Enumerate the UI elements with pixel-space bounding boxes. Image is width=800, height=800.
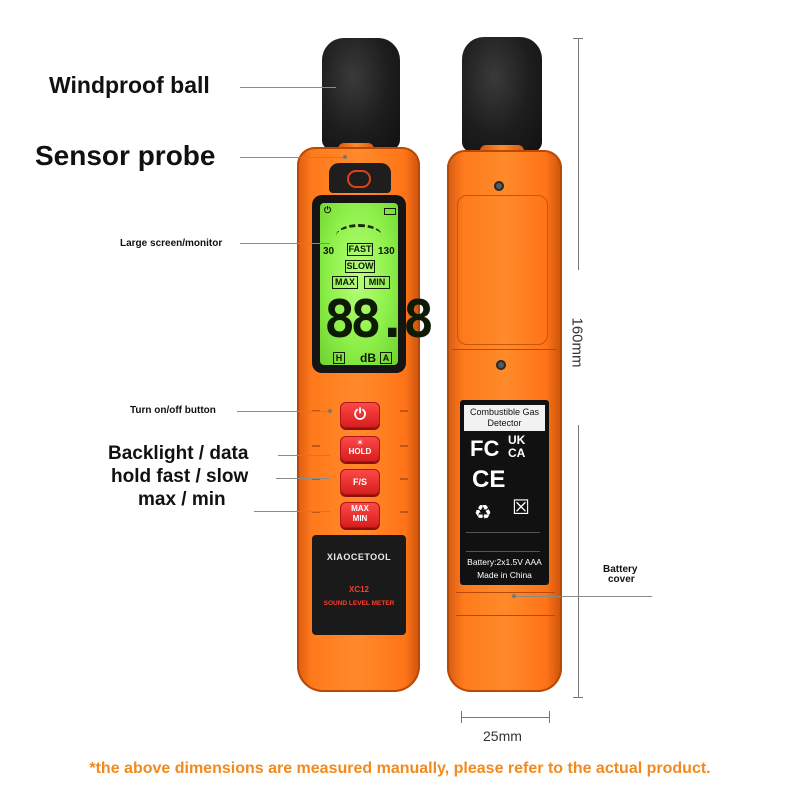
lcd-a-indicator: A <box>380 352 392 364</box>
min-button-label: MIN <box>352 514 368 523</box>
width-tick-left <box>461 711 462 723</box>
ce-mark-icon: CE <box>472 466 506 493</box>
lcd-scale-low: 30 <box>323 246 335 257</box>
panel-seam <box>452 349 557 350</box>
lcd-slow-indicator: SLOW <box>345 260 375 273</box>
callout-large-screen: Large screen/monitor <box>120 238 223 249</box>
height-tick-bottom <box>573 697 583 698</box>
lcd-scale-arc <box>336 224 382 248</box>
callout-line <box>254 511 330 512</box>
callout-windproof-ball: Windproof ball <box>49 72 210 98</box>
brand-product: SOUND LEVEL METER <box>323 600 395 607</box>
height-tick-top <box>573 38 583 39</box>
side-notch <box>400 410 408 412</box>
side-notch <box>400 511 408 513</box>
fc-mark-icon: FC <box>470 436 500 461</box>
lcd-h-indicator: H <box>333 352 345 364</box>
middle-screw-icon <box>496 360 506 370</box>
callout-backlight-line-1: Backlight / data <box>108 443 249 464</box>
lcd-scale-high: 130 <box>378 246 395 257</box>
callout-line <box>278 455 330 456</box>
side-notch <box>312 445 320 447</box>
label-title-box <box>464 405 545 431</box>
callout-backlight-line-2: hold fast / slow <box>111 466 249 487</box>
brand-panel <box>312 535 406 635</box>
lcd-fast-indicator: FAST <box>347 243 373 256</box>
side-notch <box>400 478 408 480</box>
callout-line <box>240 87 336 88</box>
label-origin: Made in China <box>477 570 532 580</box>
back-windproof-ball <box>462 37 542 152</box>
label-title-line-1: Combustible Gas <box>469 407 540 417</box>
lcd-max-indicator: MAX <box>332 276 358 289</box>
side-notch <box>312 511 320 513</box>
lcd-db-unit: dB <box>360 351 376 365</box>
label-battery-spec: Battery:2x1.5V AAA <box>467 557 542 567</box>
callout-power-button: Turn on/off button <box>130 405 216 416</box>
top-screw-icon <box>494 181 504 191</box>
width-tick-right <box>549 711 550 723</box>
lcd-power-icon: ⏻ <box>324 205 332 215</box>
callout-sensor-probe: Sensor probe <box>35 140 216 171</box>
callout-line <box>237 411 329 412</box>
width-dimension: 25mm <box>483 728 522 744</box>
callout-battery-cover-line-1: Battery <box>603 564 638 575</box>
battery-cover-lower <box>456 592 555 616</box>
sensor-head <box>329 163 391 193</box>
max-min-button[interactable]: MAX MIN <box>340 502 380 528</box>
fast-slow-button[interactable]: F/S <box>340 469 380 495</box>
callout-dot <box>512 594 516 598</box>
callout-line <box>240 243 330 244</box>
lcd-battery-icon <box>384 208 396 215</box>
callout-dot <box>328 409 332 413</box>
side-notch <box>400 445 408 447</box>
power-icon: ⏻ <box>354 406 366 423</box>
fs-button-label: F/S <box>352 477 367 487</box>
hold-button[interactable]: ☀ HOLD <box>340 436 380 462</box>
brand-name: XIAOCETOOL <box>326 552 392 562</box>
callout-line <box>276 478 330 479</box>
battery-cover-upper <box>457 195 548 345</box>
side-notch <box>312 478 320 480</box>
callout-line <box>240 157 344 158</box>
height-dimension: 160mm <box>568 317 586 368</box>
front-windproof-ball <box>322 38 400 150</box>
callout-backlight-line-3: max / min <box>138 489 226 510</box>
width-dimension-line <box>461 717 549 718</box>
height-dimension-line-bottom <box>578 425 579 697</box>
sun-icon: ☀ <box>356 438 364 447</box>
recycle-icon: ♻ <box>474 502 492 524</box>
hold-button-label: HOLD <box>348 447 372 456</box>
lcd-min-indicator: MIN <box>364 276 390 289</box>
lcd-digits: 88.8 <box>324 290 434 350</box>
max-button-label: MAX <box>351 504 369 513</box>
callout-line <box>514 596 652 597</box>
callout-dot <box>343 155 347 159</box>
footer-disclaimer: *the above dimensions are measured manua… <box>89 760 711 777</box>
weee-bin-icon: ☒ <box>512 497 530 519</box>
callout-battery-cover-line-2: cover <box>608 574 635 585</box>
sensor-logo-icon <box>347 170 371 188</box>
power-button[interactable]: ⏻ <box>340 402 380 428</box>
brand-model: XC12 <box>348 585 369 594</box>
label-fine-print <box>466 532 540 552</box>
label-title-line-2: Detector <box>487 418 522 428</box>
height-dimension-line-top <box>578 38 579 270</box>
